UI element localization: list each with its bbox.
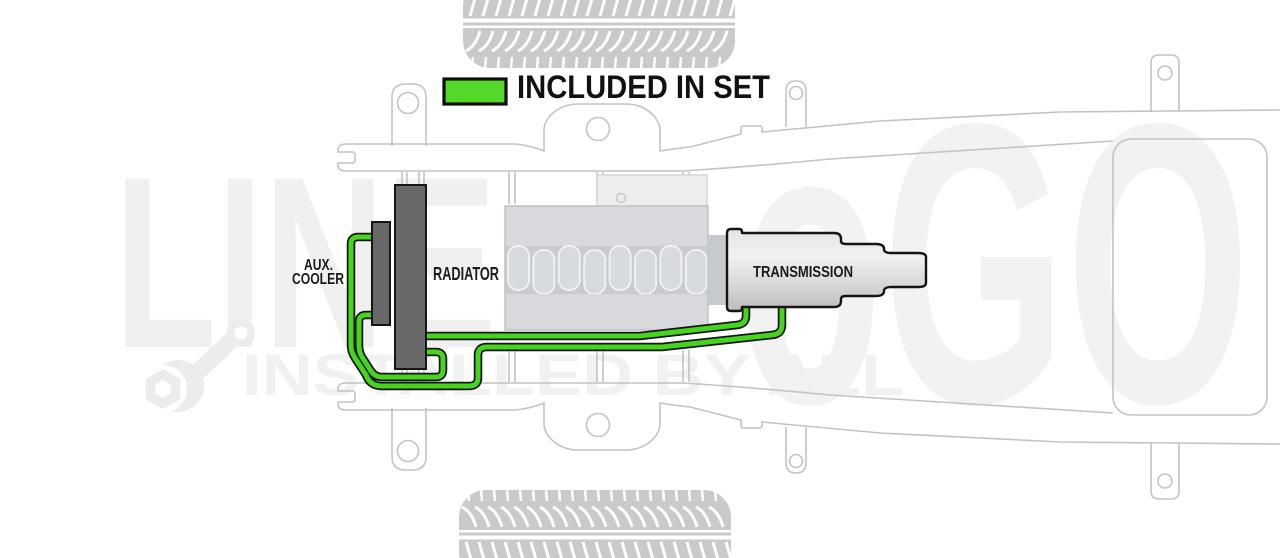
aux-cooler-label-line1: AUX. [304,257,333,274]
transmission-label: TRANSMISSION [753,264,853,281]
line-radiator-to-transmission [425,303,749,339]
bellhousing-connector [708,235,728,305]
aux-cooler [371,221,391,326]
line-auxcooler-to-transmission [348,234,785,389]
legend: INCLUDED IN SET [442,69,770,106]
engine-block [504,174,728,331]
radiator-label: RADIATOR [433,264,499,284]
tire-bottom [453,490,738,558]
legend-swatch [442,77,508,106]
radiator [394,184,427,370]
tire-top [457,0,742,68]
aux-cooler-label-line2: COOLER [292,271,344,288]
chassis-frame [337,54,1280,500]
wrench-icon [134,319,255,413]
watermark-tagline: INSTALLED BY ALL [242,343,904,408]
line-radiator-to-auxcooler [356,312,446,380]
cooler-lines [346,232,787,391]
transmission [725,227,928,313]
rear-frame-box [1112,138,1268,416]
legend-label: INCLUDED IN SET [517,69,770,105]
